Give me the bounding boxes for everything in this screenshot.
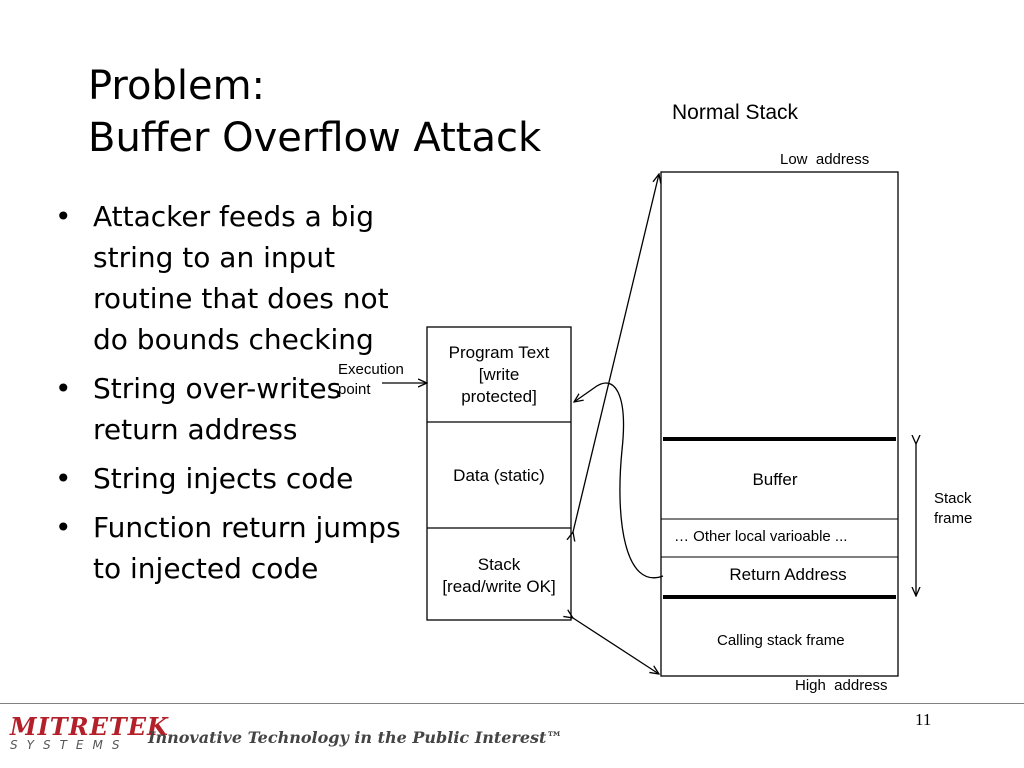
bullet-text: String over-writes return address: [93, 372, 342, 446]
return-address-label: Return Address: [729, 565, 847, 584]
bullet-text: String injects code: [93, 462, 354, 495]
program-text-line: [write: [478, 365, 520, 384]
bullet-text: Attacker feeds a big string to an input …: [93, 200, 389, 356]
stack-high-mapping-arrow: [573, 618, 659, 674]
stack-segment-line: [read/write OK]: [442, 577, 556, 596]
stack-frame-line: Stack: [934, 490, 972, 507]
bullet-text: Function return jumps to injected code: [93, 511, 401, 585]
execution-point-line: Execution: [338, 361, 404, 378]
bullet-item: • String over-writes return address: [55, 368, 415, 450]
stack-segment-label: Stack [read/write OK]: [421, 554, 577, 598]
footer-tagline: Innovative Technology in the Public Inte…: [148, 728, 563, 747]
bullet-icon: •: [55, 511, 72, 544]
stack-frame-line: frame: [934, 510, 973, 527]
normal-stack-box: [660, 171, 899, 677]
title-line-1: Problem:: [88, 63, 266, 109]
data-static-label: Data (static): [453, 466, 545, 485]
page-number: 11: [915, 710, 932, 729]
calling-frame-label: Calling stack frame: [717, 632, 845, 649]
footer-divider: [0, 703, 1024, 704]
bullet-item: • String injects code: [55, 458, 415, 499]
execution-point-label: Execution point: [338, 360, 404, 400]
stack-segment-line: Stack: [477, 555, 521, 574]
bullet-icon: •: [55, 372, 72, 405]
bullet-item: • Function return jumps to injected code: [55, 507, 415, 589]
high-address-label: High address: [795, 677, 888, 694]
bullet-icon: •: [55, 200, 72, 233]
mitretek-logo-subtitle: SYSTEMS: [10, 738, 129, 752]
return-address-curve: [574, 382, 664, 579]
bullet-item: • Attacker feeds a big string to an input…: [55, 196, 415, 360]
execution-point-line: point: [338, 381, 371, 398]
program-text-line: protected]: [461, 387, 537, 406]
normal-stack-heading: Normal Stack: [672, 101, 799, 124]
other-locals-label: … Other local varioable ...: [674, 528, 848, 545]
program-text-label: Program Text [write protected]: [427, 342, 571, 408]
program-text-line: Program Text: [448, 343, 550, 362]
stack-frame-label: Stack frame: [934, 489, 972, 529]
title-line-2: Buffer Overflow Attack: [88, 115, 542, 161]
buffer-label: Buffer: [752, 470, 798, 489]
low-address-label: Low address: [780, 151, 870, 168]
mitretek-logo: MITRETEK: [10, 712, 169, 741]
bullet-list: • Attacker feeds a big string to an input…: [55, 196, 415, 597]
stack-low-mapping-arrow: [573, 174, 659, 532]
bullet-icon: •: [55, 462, 72, 495]
slide-title: Problem: Buffer Overflow Attack: [88, 60, 541, 164]
